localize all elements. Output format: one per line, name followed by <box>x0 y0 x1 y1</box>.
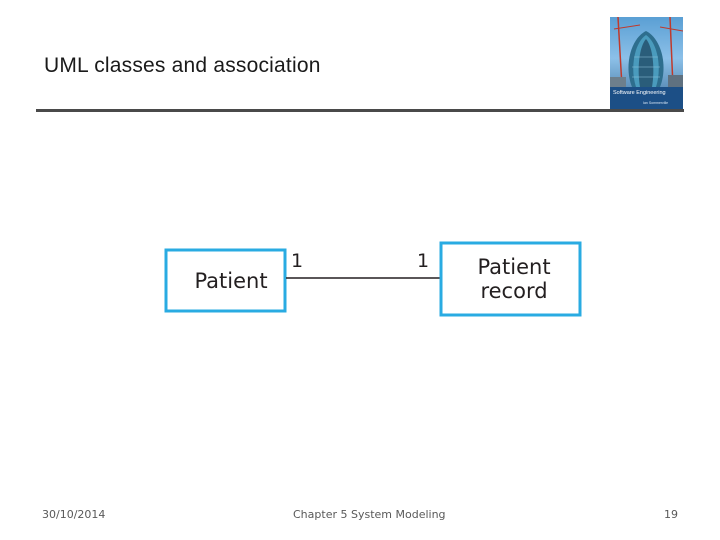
multiplicity-record-end: 1 <box>417 250 429 272</box>
book-cover-band <box>610 87 683 109</box>
class-name-patient: Patient <box>194 269 267 293</box>
class-name-patient-record-line2: record <box>480 279 547 303</box>
class-name-patient-record-line1: Patient <box>477 255 550 279</box>
title-divider <box>36 109 684 112</box>
book-cover-image: Software Engineering Ian Sommerville <box>610 17 683 109</box>
gherkin-building-illustration <box>610 17 683 88</box>
footer-chapter: Chapter 5 System Modeling <box>293 508 446 521</box>
multiplicity-patient-end: 1 <box>291 250 303 272</box>
book-cover-title: Software Engineering <box>613 90 666 96</box>
class-box-patient-record <box>439 241 582 317</box>
footer-page-number: 19 <box>664 508 678 521</box>
book-cover-author: Ian Sommerville <box>643 101 669 105</box>
footer-date: 30/10/2014 <box>42 508 106 521</box>
class-box-patient <box>164 248 287 313</box>
slide-title: UML classes and association <box>44 54 321 77</box>
